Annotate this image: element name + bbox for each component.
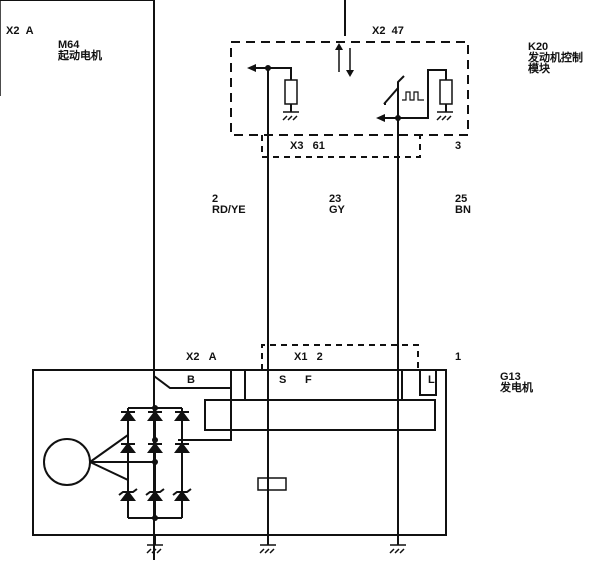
wire-circuit-number: 2 <box>212 193 219 205</box>
wire-circuit-number: 23 <box>329 193 342 205</box>
ecm-top-connector-label: X2 47 <box>372 26 404 37</box>
generator-connector-1: X2 <box>186 351 200 363</box>
starter-outline <box>0 0 155 560</box>
generator-pin-3: 1 <box>455 351 462 363</box>
generator-pin-1: A <box>208 351 217 363</box>
ecm-top-pin: 47 <box>391 25 404 37</box>
terminal-s: S <box>279 374 287 386</box>
regulator-bar <box>204 399 436 431</box>
ecm-bottom-connector-label: X3 61 <box>290 141 325 152</box>
ecm-bottom-pin-2: 3 <box>455 140 462 152</box>
wire-color: RD/YE <box>212 204 246 216</box>
pulse-symbol <box>402 91 424 101</box>
ecm-top-connector: X2 <box>372 25 386 37</box>
generator-outline <box>32 369 447 536</box>
ecm-code: K20 <box>528 41 549 53</box>
generator-pin-2: 2 <box>316 351 323 363</box>
starter-pin: A <box>25 25 34 37</box>
terminal-b: B <box>187 374 195 386</box>
wire-color: GY <box>329 204 345 216</box>
terminal-f: F <box>305 374 312 386</box>
wire-circuit-number: 25 <box>455 193 468 205</box>
terminal-l: L <box>428 374 435 386</box>
generator-connector-2-label: X1 2 <box>294 352 323 363</box>
generator-connector-1-label: X2 A <box>186 352 217 363</box>
generator-code: G13 <box>500 371 521 383</box>
field-capacitor <box>257 477 287 491</box>
generator-top-tab <box>261 344 419 370</box>
wire-label-circuit-23: 23 GY <box>329 194 345 216</box>
ecm-bottom-connector: X3 <box>290 140 304 152</box>
starter-name: 起动电机 <box>58 50 102 62</box>
stator-winding <box>43 438 91 486</box>
junction-dots <box>152 65 401 521</box>
starter-connector: X2 <box>6 25 20 37</box>
starter-code: M64 <box>58 39 80 51</box>
wire-label-circuit-25: 25 BN <box>455 194 471 216</box>
generator-label: G13 发电机 <box>500 372 533 394</box>
wire-color: BN <box>455 204 471 216</box>
diode-row-middle <box>120 442 190 453</box>
generator-name: 发电机 <box>500 382 533 394</box>
generator-connector-2: X1 <box>294 351 308 363</box>
diode-row-bottom <box>118 488 192 501</box>
diode-row-top <box>120 410 190 421</box>
starter-connector-label: X2 A <box>6 26 34 37</box>
ground-symbols <box>146 111 453 554</box>
ecm-label: K20 发动机控制 模块 <box>528 42 583 75</box>
ecm-name-line2: 模块 <box>528 63 550 75</box>
starter-label: M64 起动电机 <box>58 40 102 62</box>
ecm-lower-tab <box>261 135 421 158</box>
ecm-name-line1: 发动机控制 <box>528 52 583 64</box>
wire-label-circuit-2: 2 RD/YE <box>212 194 246 216</box>
ecm-bottom-pin-1: 61 <box>312 140 325 152</box>
